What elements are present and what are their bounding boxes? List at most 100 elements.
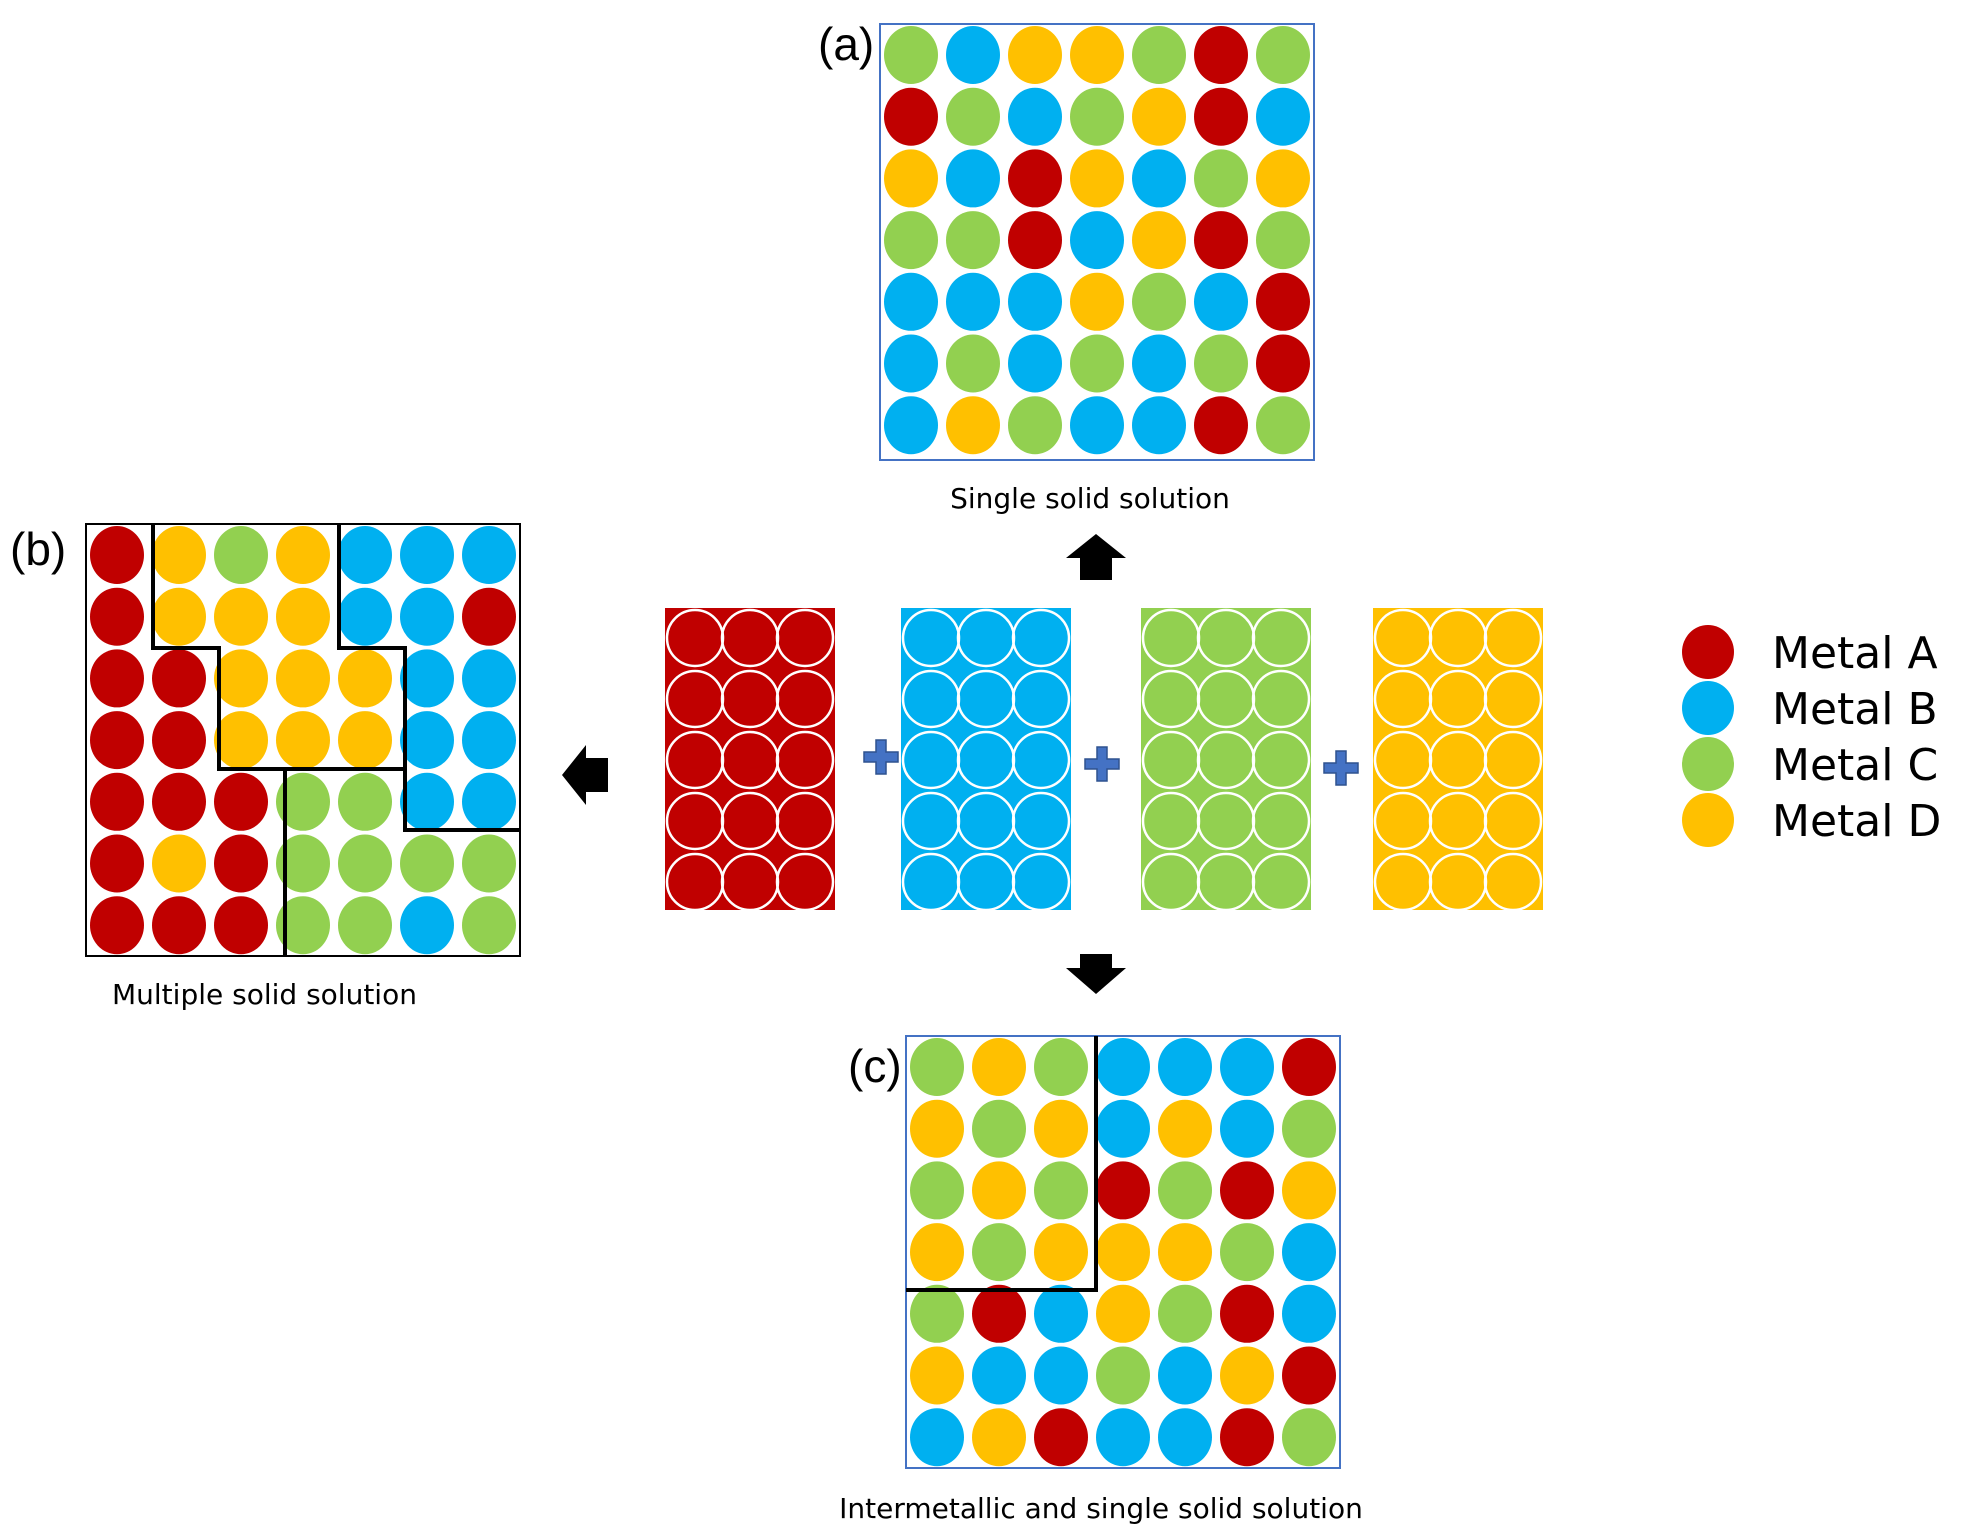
metal-a-atom	[775, 791, 835, 851]
pure-metal-a-block	[665, 608, 835, 912]
metal-a-atom	[1220, 1284, 1274, 1343]
metal-a-atom	[90, 896, 144, 955]
metal-d-atom	[214, 711, 268, 770]
metal-b-atom	[1132, 334, 1186, 393]
metal-c-atom	[276, 896, 330, 955]
metal-b-atom	[1008, 334, 1062, 393]
metal-a-atom	[775, 852, 835, 912]
block-background	[665, 608, 835, 910]
metal-b-atom	[338, 526, 392, 584]
legend-swatch-metal-a	[1682, 625, 1734, 679]
metal-a-atom	[972, 1284, 1026, 1343]
metal-b-atom	[1096, 1099, 1150, 1158]
block-background	[1373, 608, 1543, 910]
metal-d-atom	[972, 1038, 1026, 1096]
legend-label-metal-a: Metal A	[1772, 628, 1938, 679]
process-arrows	[562, 534, 1126, 994]
metal-a-atom	[90, 649, 144, 708]
metal-b-atom	[1070, 211, 1124, 270]
metal-c-atom	[1070, 334, 1124, 393]
metal-a-atom	[1008, 211, 1062, 270]
panel-b-atom-grid	[90, 526, 516, 955]
metal-c-atom	[338, 834, 392, 893]
metal-a-atom	[1256, 272, 1310, 331]
metal-b-atom	[1096, 1408, 1150, 1467]
metal-d-atom	[910, 1099, 964, 1158]
arrow-up-icon	[1066, 534, 1126, 580]
metal-a-atom	[152, 896, 206, 955]
metal-a-atom	[90, 587, 144, 646]
metal-c-atom	[1034, 1038, 1088, 1096]
metal-d-atom	[1096, 1284, 1150, 1343]
metal-c-atom	[462, 834, 516, 893]
metal-b-atom	[884, 272, 938, 331]
metal-b-atom	[946, 149, 1000, 208]
metal-a-atom	[884, 87, 938, 146]
metal-a-atom	[775, 730, 835, 790]
metal-d-atom	[152, 587, 206, 646]
metal-c-atom	[1008, 396, 1062, 455]
metal-b-atom	[1070, 396, 1124, 455]
metal-c-atom	[1256, 396, 1310, 455]
metal-d-atom	[946, 396, 1000, 455]
legend-label-metal-c: Metal C	[1772, 740, 1938, 791]
metal-c-atom	[1256, 26, 1310, 84]
metal-c-atom	[400, 834, 454, 893]
metal-b-atom	[1158, 1408, 1212, 1467]
metal-d-atom	[152, 834, 206, 893]
metal-b-atom	[1282, 1284, 1336, 1343]
metal-a-atom	[214, 834, 268, 893]
metal-c-atom	[910, 1038, 964, 1096]
metal-b-atom	[400, 587, 454, 646]
metal-c-atom	[1194, 149, 1248, 208]
metal-a-atom	[152, 711, 206, 770]
metal-b-atom	[1220, 1099, 1274, 1158]
metal-b-atom	[462, 711, 516, 770]
panel-a-caption: Single solid solution	[950, 482, 1230, 515]
metal-c-atom	[1034, 1161, 1088, 1220]
metal-b-atom	[1034, 1346, 1088, 1405]
metal-a-atom	[214, 772, 268, 831]
metal-d-atom	[1158, 1223, 1212, 1282]
metal-d-atom	[152, 526, 206, 584]
metal-c-atom	[1251, 730, 1311, 790]
metal-c-atom	[1282, 1099, 1336, 1158]
metal-d-atom	[1096, 1223, 1150, 1282]
metal-c-atom	[1251, 669, 1311, 729]
metal-a-atom	[1282, 1038, 1336, 1096]
metal-a-atom	[1220, 1161, 1274, 1220]
metal-b-atom	[1220, 1038, 1274, 1096]
metal-b-atom	[462, 649, 516, 708]
metal-d-atom	[910, 1223, 964, 1282]
metal-d-atom	[884, 149, 938, 208]
legend-swatch-metal-c	[1682, 737, 1734, 791]
phase-boundary-line	[151, 524, 520, 832]
intermetallic-boundary-line	[906, 1036, 1098, 1292]
metal-c-atom	[1251, 608, 1311, 668]
metal-d-atom	[1282, 1161, 1336, 1220]
metal-b-atom	[884, 334, 938, 393]
panel-b: (b) Multiple solid solution	[10, 523, 521, 1011]
metal-b-atom	[1132, 396, 1186, 455]
plus-icon	[863, 739, 899, 775]
metal-d-atom	[1070, 149, 1124, 208]
metal-a-atom	[462, 587, 516, 646]
metal-b-atom	[400, 772, 454, 831]
panel-c: (c) Intermetallic and single solid solut…	[839, 1035, 1363, 1525]
metal-c-atom	[338, 772, 392, 831]
metal-a-atom	[90, 711, 144, 770]
panel-b-caption: Multiple solid solution	[112, 978, 417, 1011]
metal-d-atom	[214, 587, 268, 646]
metal-b-atom	[400, 711, 454, 770]
metal-d-atom	[276, 649, 330, 708]
metal-a-atom	[1256, 334, 1310, 393]
plus-icon	[1084, 746, 1120, 782]
panel-b-frame	[85, 523, 521, 957]
metal-d-atom	[276, 526, 330, 584]
metal-a-atom	[214, 896, 268, 955]
panel-c-atom-grid	[910, 1038, 1336, 1467]
metal-d-atom	[1483, 669, 1543, 729]
metal-d-atom	[972, 1408, 1026, 1467]
plus-icon	[1323, 750, 1359, 786]
